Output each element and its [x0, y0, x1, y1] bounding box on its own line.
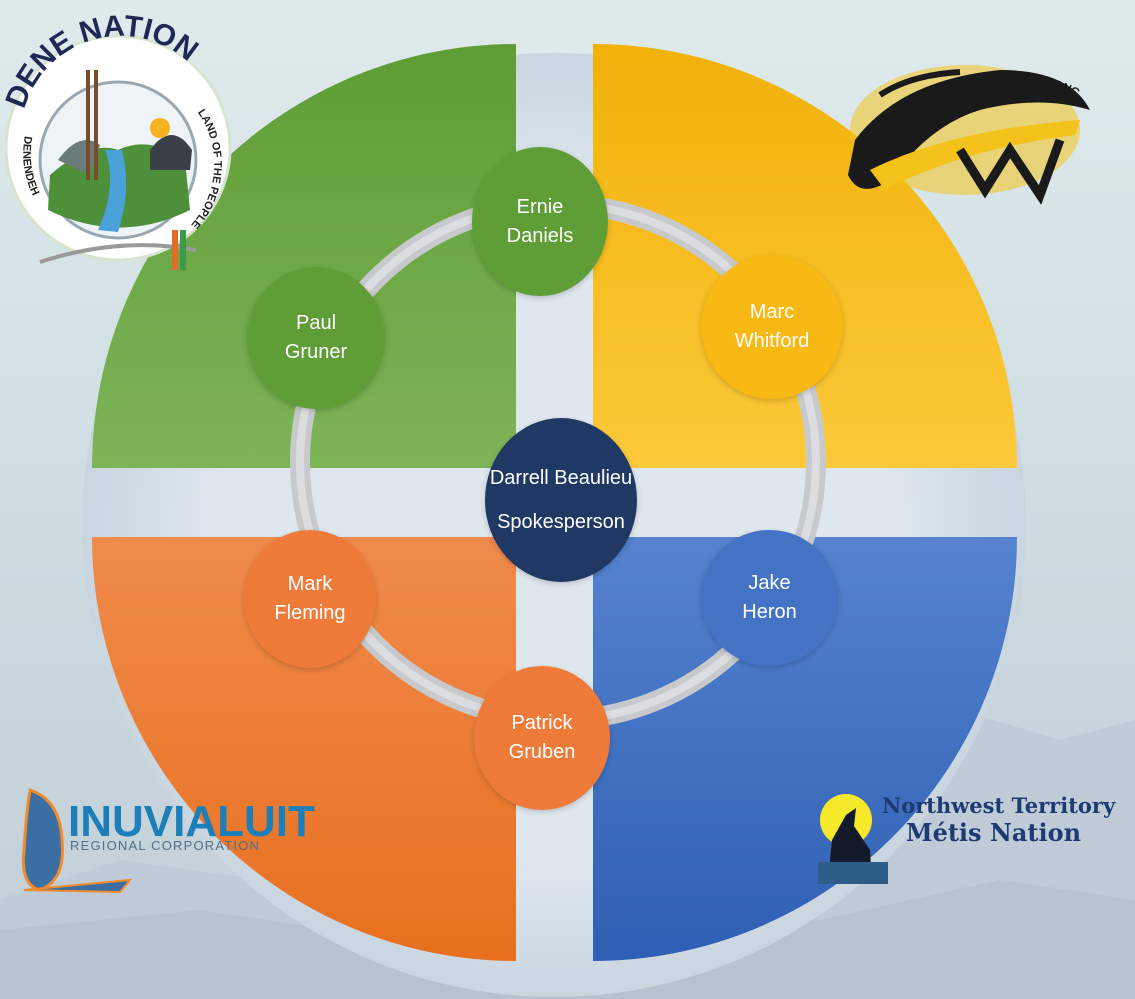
member-first-name: Patrick [511, 712, 573, 734]
dene-nation-left-text: DENENDEH [20, 135, 41, 197]
inuvialuit-title: INUVIALUIT [68, 797, 315, 846]
member-first-name: Jake [748, 572, 791, 594]
member-node-paul-gruner[interactable]: Paul Gruner [247, 267, 385, 409]
member-last-name: Daniels [506, 224, 574, 247]
quadrant-orange [92, 537, 516, 961]
nwt-metis-line2: Métis Nation [906, 818, 1082, 847]
spokesperson-role: Spokesperson [497, 511, 625, 533]
north-slave-title: NORTH SLAVE METIS ALLIANCE [860, 40, 1082, 111]
member-last-name: Heron [742, 601, 797, 623]
member-first-name: Mark [287, 573, 333, 595]
dene-nation-logo [4, 34, 232, 270]
nwt-metis-logo [818, 794, 888, 884]
quadrant-green [92, 44, 516, 468]
dene-nation-right-text: LAND OF THE PEOPLE [189, 107, 224, 231]
member-node-patrick-gruben[interactable]: Patrick Gruben [474, 666, 610, 810]
inuvialuit-logo [21, 788, 133, 894]
member-last-name: Fleming [274, 602, 346, 624]
member-last-name: Gruner [284, 341, 348, 363]
dene-nation-logo-text: DENE NATION DENENDEH LAND OF THE PEOPLE [0, 10, 224, 231]
member-node-jake-heron[interactable]: Jake Heron [701, 530, 838, 666]
member-node-ernie-daniels[interactable]: Ernie Daniels [472, 147, 608, 296]
bird-icon [21, 788, 65, 892]
member-last-name: Whitford [734, 330, 810, 352]
dene-nation-title: DENE NATION [0, 10, 204, 113]
svg-text:DENENDEH: DENENDEH [20, 135, 41, 197]
quadrant-blue [593, 537, 1017, 961]
member-first-name: Ernie [516, 195, 564, 218]
nwt-metis-line1: Northwest Territory [882, 793, 1116, 818]
north-slave-logo-text: NORTH SLAVE METIS ALLIANCE [860, 40, 1082, 111]
spokesperson-node[interactable]: Darrell Beaulieu Spokesperson [485, 418, 637, 582]
member-first-name: Marc [749, 301, 795, 323]
canoe-emblem-icon [848, 70, 1090, 189]
member-first-name: Paul [295, 312, 337, 334]
spokesperson-name: Darrell Beaulieu [489, 467, 633, 489]
member-node-mark-fleming[interactable]: Mark Fleming [244, 530, 376, 668]
svg-text:DENE NATION: DENE NATION [0, 10, 204, 113]
member-node-marc-whitford[interactable]: Marc Whitford [701, 255, 843, 399]
inuvialuit-subtitle: REGIONAL CORPORATION [70, 838, 261, 853]
member-last-name: Gruben [508, 741, 576, 763]
quadrant-yellow [593, 44, 1017, 468]
svg-text:NORTH SLAVE METIS ALLIANCE: NORTH SLAVE METIS ALLIANCE [860, 40, 1082, 111]
north-slave-logo [848, 65, 1090, 205]
svg-text:LAND OF THE PEOPLE: LAND OF THE PEOPLE [189, 107, 224, 231]
